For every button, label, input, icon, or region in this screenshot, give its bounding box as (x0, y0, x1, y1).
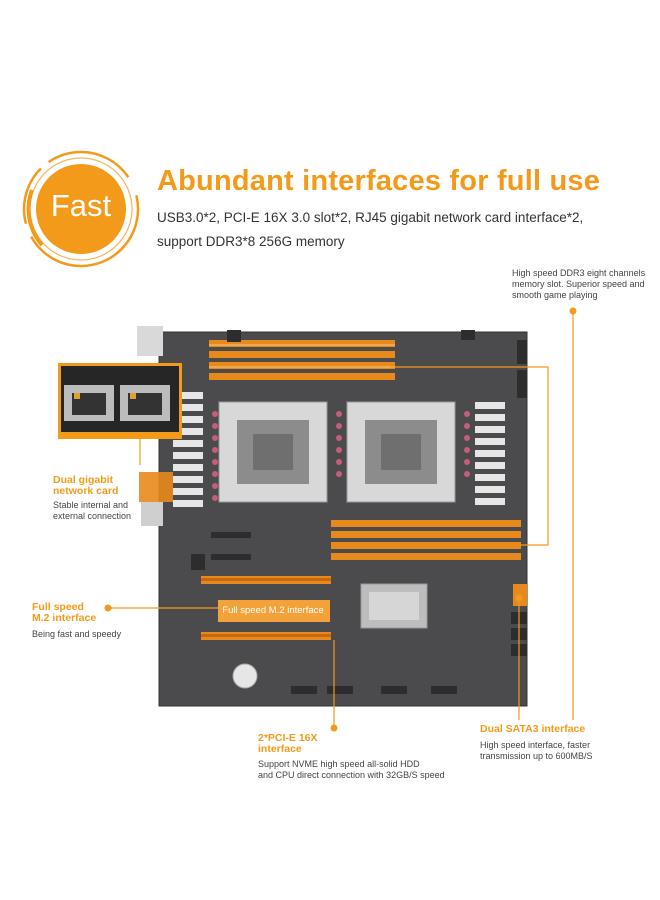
headline: Abundant interfaces for full use (157, 165, 601, 197)
m2-callout: Full speed M.2 interface Being fast and … (32, 602, 121, 640)
pcie-title-line-1: 2*PCI-E 16X (258, 732, 318, 744)
sata-callout: Dual SATA3 interface High speed interfac… (480, 724, 593, 762)
sata-desc-line-1: High speed interface, faster (480, 740, 591, 750)
network-title-line-1: Dual gigabit (53, 474, 114, 486)
sata-title: Dual SATA3 interface (480, 723, 586, 735)
memory-desc-line-1: High speed DDR3 eight channels (512, 268, 646, 278)
memory-callout: High speed DDR3 eight channels memory sl… (512, 268, 645, 301)
memory-desc-line-3: smooth game playing (512, 290, 598, 300)
fast-badge (22, 150, 140, 268)
pcie-title-line-2: interface (258, 743, 302, 755)
pcie-desc-line-2: and CPU direct connection with 32GB/S sp… (258, 770, 445, 780)
sata-desc-line-2: transmission up to 600MB/S (480, 751, 593, 761)
network-title-line-2: network card (53, 485, 119, 497)
pcie-callout: 2*PCI-E 16X interface Support NVME high … (258, 733, 445, 781)
m2-title-line-1: Full speed (32, 601, 84, 613)
subtitle-line-2: support DDR3*8 256G memory (157, 234, 345, 249)
m2-board-label: Full speed M.2 interface (222, 605, 324, 616)
network-callout: Dual gigabit network card Stable interna… (53, 475, 131, 522)
network-desc-line-2: external connection (53, 511, 132, 521)
lan-zoom-image (58, 363, 182, 439)
subtitle-line-1: USB3.0*2, PCI-E 16X 3.0 slot*2, RJ45 gig… (157, 210, 584, 225)
memory-desc-line-2: memory slot. Superior speed and (512, 279, 645, 289)
badge-text: Fast (50, 188, 112, 223)
m2-desc: Being fast and speedy (32, 629, 122, 639)
motherboard-image (137, 326, 528, 707)
network-desc-line-1: Stable internal and (53, 500, 129, 510)
pcie-desc-line-1: Support NVME high speed all-solid HDD (258, 759, 420, 769)
m2-title-line-2: M.2 interface (32, 612, 97, 624)
